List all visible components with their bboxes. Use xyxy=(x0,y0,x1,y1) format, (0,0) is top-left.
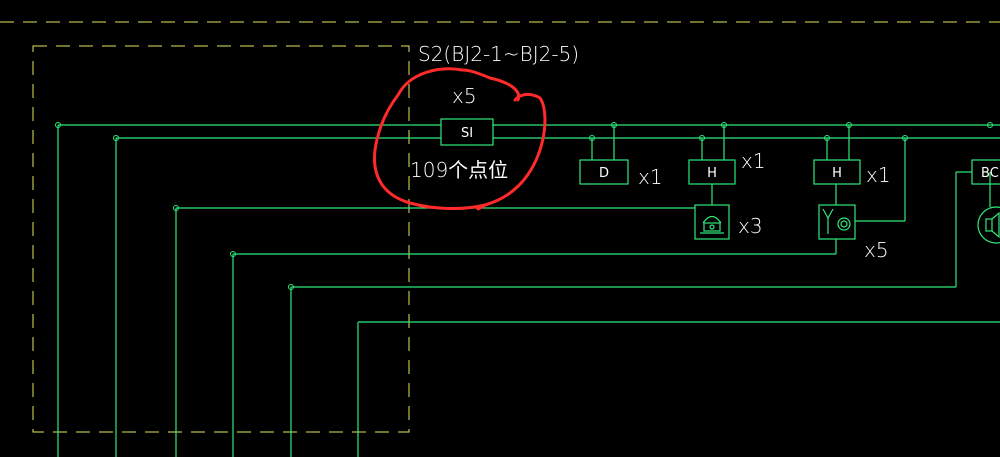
speaker-icon xyxy=(977,172,1000,244)
sound-light-alarm-icon xyxy=(818,204,856,240)
device-d-qty: x1 xyxy=(638,165,663,189)
device-h1-qty: x1 xyxy=(741,149,766,173)
device-h1-label: H xyxy=(707,166,717,181)
device-h1: H xyxy=(688,159,736,185)
si-quantity: x5 xyxy=(452,84,477,108)
panel-boundary xyxy=(32,45,410,433)
device-d: D xyxy=(579,159,629,185)
device-h2: H xyxy=(813,159,861,185)
junction-dots xyxy=(55,122,993,290)
red-markup-tail xyxy=(476,203,487,211)
si-module: SI xyxy=(440,118,494,146)
si-module-label: SI xyxy=(461,126,473,141)
device-h2-qty: x1 xyxy=(866,163,891,187)
si-point-count-note: 109个点位 xyxy=(410,158,508,182)
telephone-qty: x3 xyxy=(738,214,763,238)
red-markup-circle xyxy=(372,67,547,211)
device-h2-label: H xyxy=(832,166,842,181)
device-d-label: D xyxy=(599,166,609,181)
device-bc: BC xyxy=(971,159,1000,185)
alarm-qty: x5 xyxy=(864,238,889,262)
telephone-icon xyxy=(694,204,730,240)
panel-label: S2(BJ2-1~BJ2-5) xyxy=(418,42,579,66)
